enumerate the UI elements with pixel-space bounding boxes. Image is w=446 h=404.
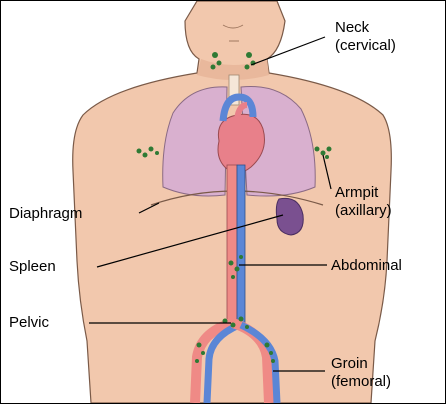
armpit-label-line1: Armpit xyxy=(335,184,378,201)
spleen-label: Spleen xyxy=(9,258,56,275)
aorta xyxy=(227,165,237,325)
diaphragm-label: Diaphragm xyxy=(9,205,82,222)
groin-label-line1: Groin xyxy=(331,355,368,372)
pelvic-label: Pelvic xyxy=(9,314,49,331)
armpit-label-line2: (axillary) xyxy=(335,202,392,219)
neck-label-line1: Neck xyxy=(335,19,369,36)
vena-cava xyxy=(237,165,245,325)
abdominal-label: Abdominal xyxy=(331,257,402,274)
groin-label-line2: (femoral) xyxy=(331,373,391,390)
neck-label-line2: (cervical) xyxy=(335,37,396,54)
